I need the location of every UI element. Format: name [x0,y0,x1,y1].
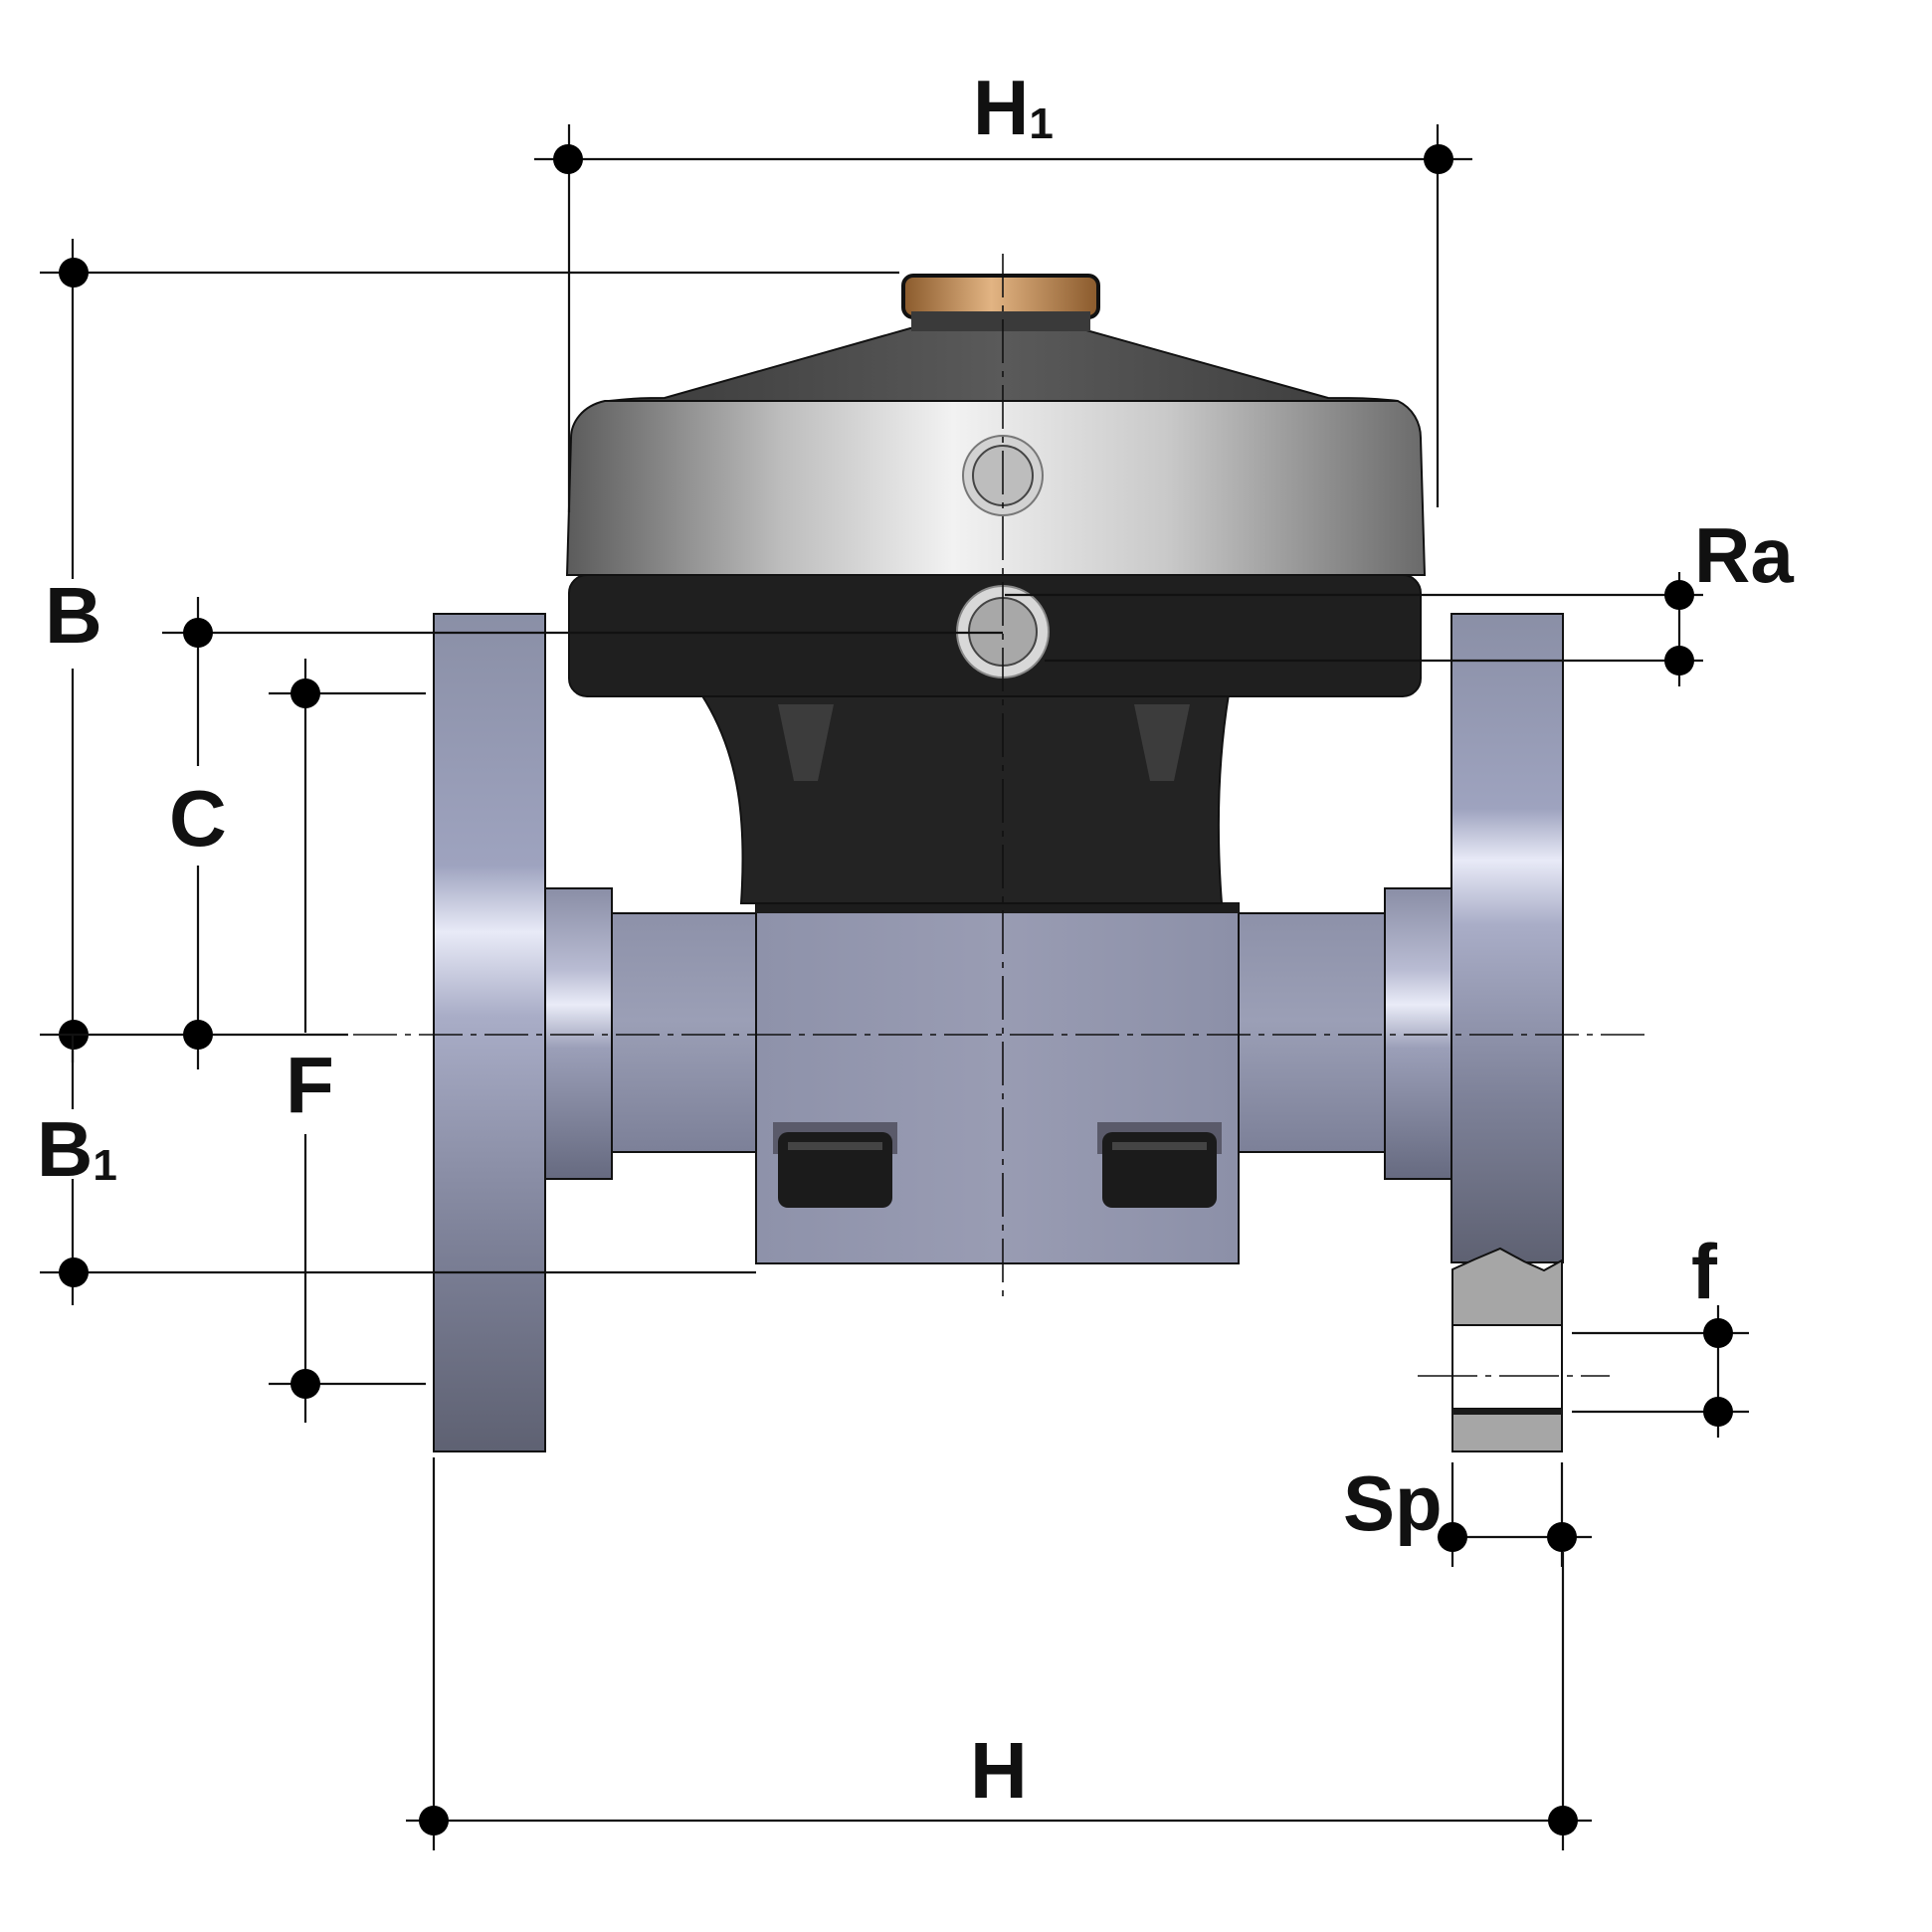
label-b: B [45,571,102,660]
bonnet-neck [699,693,1231,904]
label-sp: Sp [1343,1459,1443,1547]
left-pipe [606,912,762,1153]
position-indicator [901,274,1100,319]
label-c: C [169,774,227,863]
label-f-bolt-hole: f [1691,1228,1718,1315]
dimension-h1 [534,124,1472,512]
label-b1: B1 [37,1105,117,1193]
flange-section-bottom [1451,1408,1563,1452]
bonnet [565,274,1427,904]
bonnet-dome [608,327,1399,402]
left-hub [544,887,613,1180]
right-flange [1450,613,1564,1452]
left-flange [433,613,546,1452]
dimension-b1 [40,1035,756,1305]
valve-body [433,613,1564,1452]
right-pipe [1233,912,1389,1153]
dimension-f-bolt-hole [1572,1305,1749,1438]
label-ra: Ra [1694,511,1794,599]
bolt-left [773,1122,897,1208]
bolt-right [1097,1122,1222,1208]
valve-body-block [755,902,1240,1264]
right-hub [1384,887,1452,1180]
label-h: H [970,1726,1028,1815]
label-f-bolt-circle: F [286,1041,334,1129]
dimension-ra [1005,572,1703,686]
dimension-sp [1438,1462,1592,1567]
dimension-c [162,597,1003,1069]
dimension-f-bolt-circle [269,659,426,1423]
label-h1: H1 [973,64,1054,151]
flange-bolt-hole [1451,1324,1563,1410]
dimension-h [406,1457,1592,1850]
